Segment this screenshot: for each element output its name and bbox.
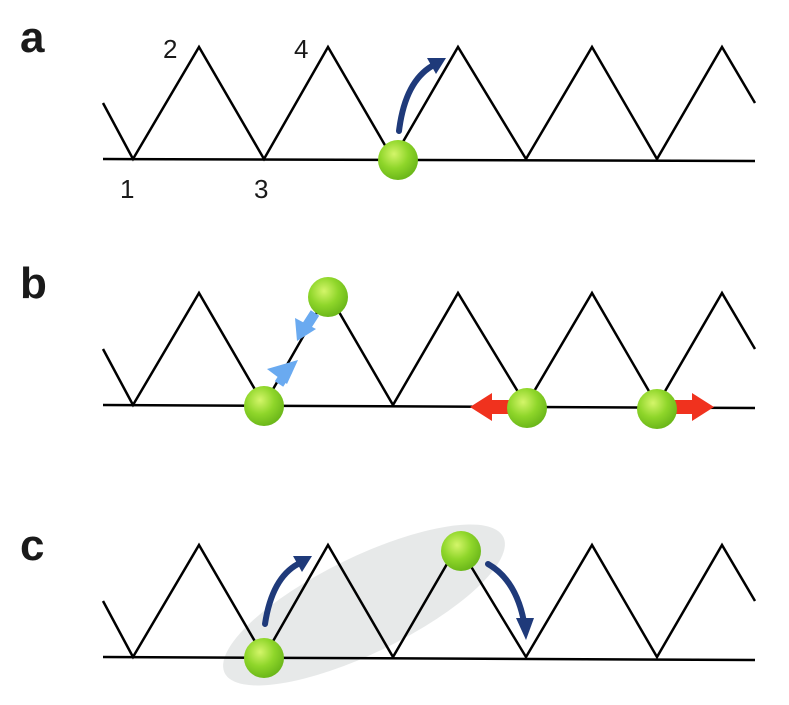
lattice-baseline [102,655,756,662]
interaction-arrow [267,310,320,387]
particle [308,277,348,317]
lattice-zigzag [101,542,757,660]
panel-c: c [20,521,757,686]
particle [507,388,547,428]
lattice-baseline [102,157,756,163]
particle [378,140,418,180]
particle [244,638,284,678]
hop-arrow [396,58,446,134]
panel-label-b: b [20,259,47,308]
particle [244,386,284,426]
repulsion-arrow-right [674,393,714,421]
panel-label-a: a [20,13,45,62]
hop-arrow [485,561,534,640]
lattice-zigzag [101,44,757,162]
site-label-1: 1 [120,174,134,204]
panel-label-c: c [20,521,44,570]
site-label-3: 3 [254,174,268,204]
repulsion-arrow-left [470,393,510,421]
site-label-4: 4 [294,34,308,64]
particle [637,389,677,429]
hop-arrow [262,556,312,627]
panel-b: b [20,259,757,429]
site-label-2: 2 [163,34,177,64]
lattice-zigzag [101,290,757,408]
panel-a: a 1 2 3 4 [20,13,757,204]
particle [441,531,481,571]
